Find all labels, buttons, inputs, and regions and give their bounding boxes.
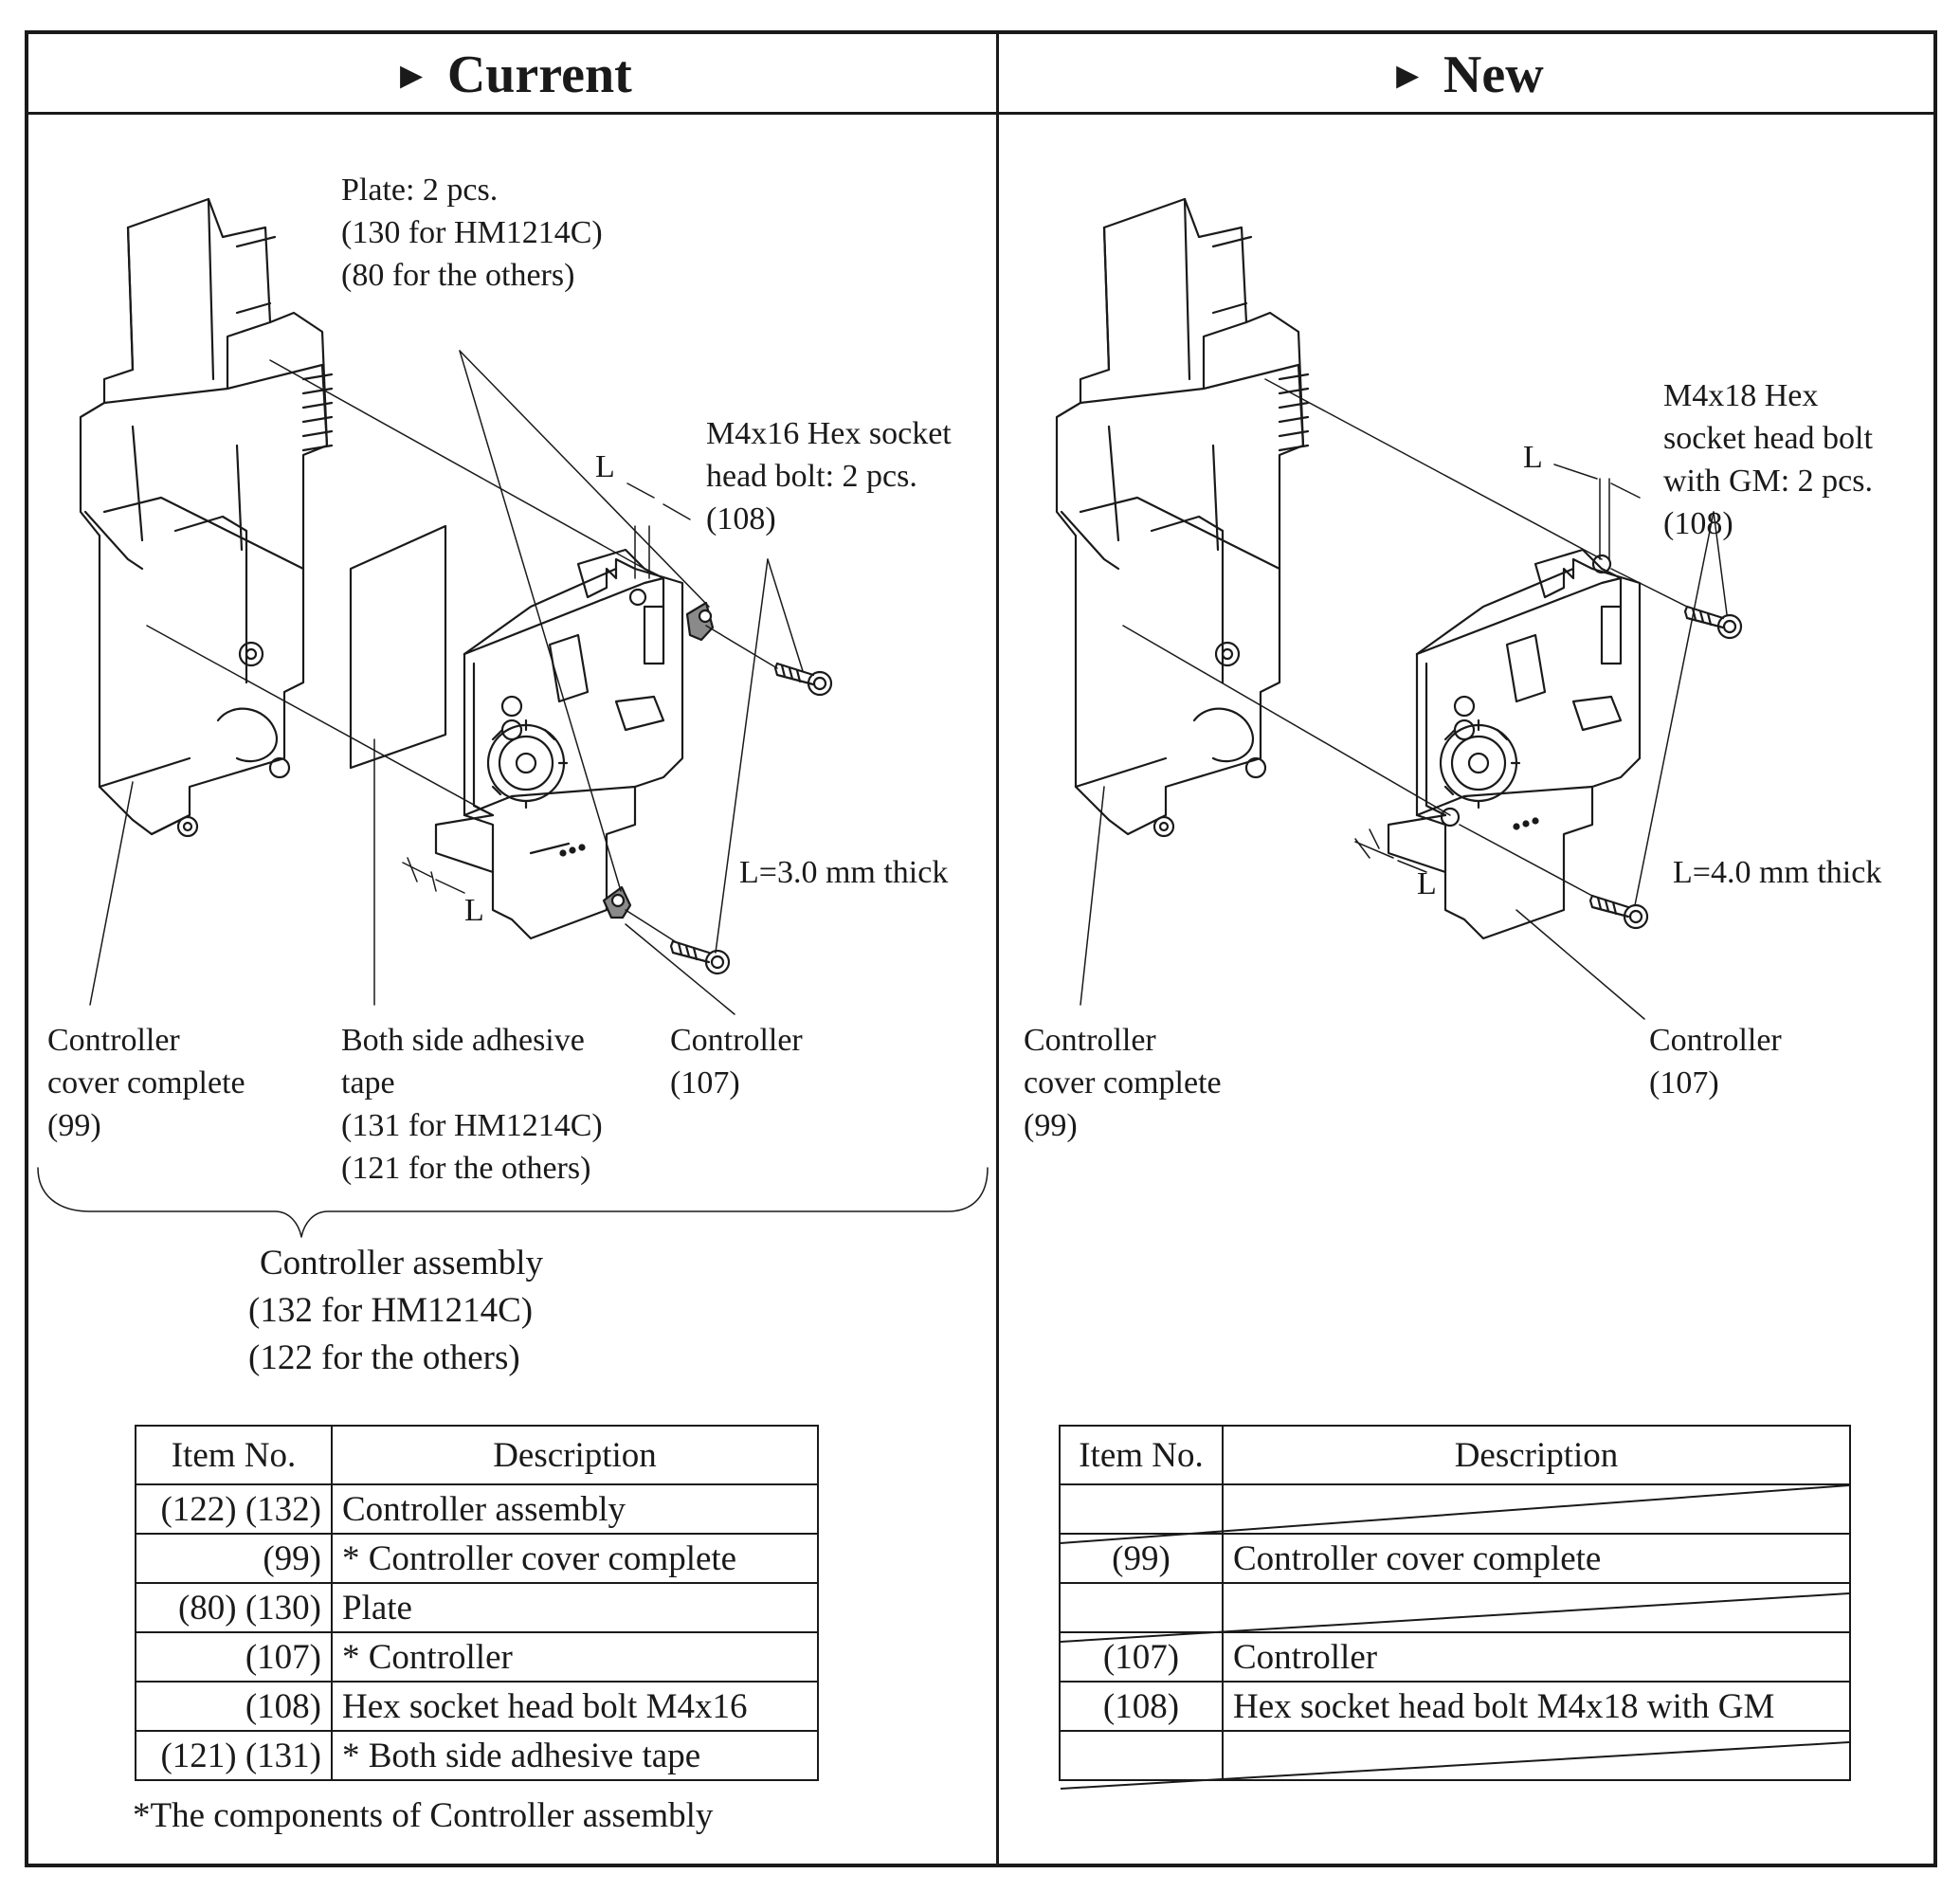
current-title-text: Current	[446, 45, 632, 104]
current-adhesive-tape	[349, 524, 447, 770]
current-cover-label: Controller cover complete (99)	[47, 1023, 245, 1143]
current-l-top-label: L	[595, 449, 615, 484]
new-bolt-upper	[1683, 605, 1743, 640]
current-tape-label: Both side adhesive tape (131 for HM1214C…	[341, 1023, 603, 1186]
current-bolt-lower	[669, 939, 731, 975]
table-row: (121) (131) * Both side adhesive tape	[135, 1730, 819, 1781]
new-cover-label: Controller cover complete (99)	[1024, 1023, 1222, 1143]
new-controller-cover	[1055, 197, 1310, 838]
new-controller	[1387, 548, 1642, 940]
description-header: Description	[331, 1425, 819, 1485]
current-bolt-label: M4x16 Hex socket head bolt: 2 pcs. (108)	[706, 416, 952, 537]
new-panel-title: ► New	[999, 38, 1933, 112]
table-header-row: Item No. Description	[1059, 1425, 1851, 1485]
table-row: (107) * Controller	[135, 1631, 819, 1683]
current-parts-table: Item No. Description (122) (132) Control…	[135, 1425, 819, 1781]
new-bolt-label: M4x18 Hex socket head bolt with GM: 2 pc…	[1663, 378, 1873, 541]
current-bolt-upper	[773, 662, 833, 697]
table-row: (99) Controller cover complete	[1059, 1533, 1851, 1584]
new-thickness-label: L=4.0 mm thick	[1673, 855, 1882, 890]
new-bolt-lower	[1588, 894, 1649, 930]
current-controller-label: Controller (107)	[670, 1023, 803, 1101]
new-controller-label: Controller (107)	[1649, 1023, 1782, 1101]
current-assembly-label: Controller assembly (132 for HM1214C) (1…	[248, 1244, 544, 1377]
current-plate-label: Plate: 2 pcs. (130 for HM1214C) (80 for …	[341, 173, 603, 293]
current-plate-lower-hole	[610, 893, 626, 908]
new-l-top-label: L	[1523, 440, 1543, 475]
strike-line	[1060, 1741, 1850, 1790]
arrow-right-icon: ►	[1388, 53, 1426, 97]
new-leader-lines	[1080, 378, 1728, 1020]
table-row: (80) (130) Plate	[135, 1582, 819, 1633]
panel-divider	[996, 30, 999, 1867]
table-header-row: Item No. Description	[135, 1425, 819, 1485]
new-l-bottom-label: L	[1417, 866, 1437, 901]
description-header: Description	[1222, 1425, 1851, 1485]
current-plate-upper-hole	[698, 609, 713, 624]
header-rule	[25, 112, 1937, 115]
strike-line	[1060, 1592, 1850, 1643]
current-thickness-label: L=3.0 mm thick	[739, 855, 949, 890]
current-table-footnote: *The components of Controller assembly	[133, 1796, 714, 1835]
new-title-text: New	[1443, 45, 1544, 104]
arrow-right-icon: ►	[392, 53, 430, 97]
current-l-bottom-label: L	[464, 893, 484, 928]
table-row: (108) Hex socket head bolt M4x16	[135, 1681, 819, 1732]
current-leader-lines	[37, 350, 989, 1238]
table-row: (99) * Controller cover complete	[135, 1533, 819, 1584]
diagram-frame	[25, 30, 1937, 1867]
item-no-header: Item No.	[135, 1425, 333, 1485]
current-controller	[434, 548, 684, 940]
table-row: (108) Hex socket head bolt M4x18 with GM	[1059, 1681, 1851, 1732]
table-row: (122) (132) Controller assembly	[135, 1483, 819, 1535]
strike-line	[1060, 1484, 1850, 1544]
current-controller-cover	[79, 197, 334, 838]
current-panel-title: ► Current	[28, 38, 996, 112]
item-no-header: Item No.	[1059, 1425, 1224, 1485]
